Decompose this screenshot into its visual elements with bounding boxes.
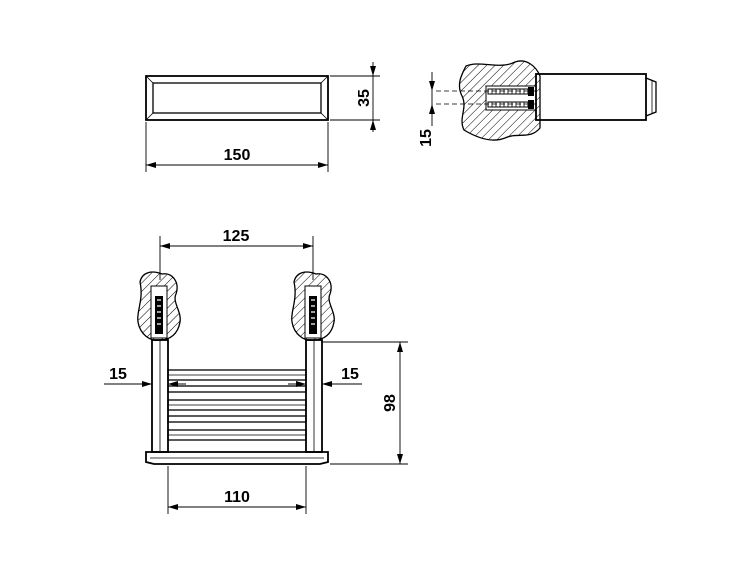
dimension-125: 125 [159, 228, 314, 280]
dimension-left-15: 15 [104, 366, 186, 387]
dimension-label-side-15: 15 [418, 129, 435, 147]
dimension-label-right-15: 15 [341, 366, 359, 383]
dimension-label-98: 98 [382, 394, 399, 412]
front-bars [167, 369, 307, 441]
dimension-label-left-15: 15 [109, 366, 127, 383]
front-view: 125 15 15 98 [104, 228, 408, 514]
side-bracket-body [535, 73, 647, 121]
dimension-label-35: 35 [356, 89, 373, 107]
dimension-35: 35 [330, 62, 380, 132]
top-view-inner-frame [152, 82, 322, 114]
dimension-110: 110 [167, 466, 307, 514]
dimension-label-150: 150 [224, 147, 251, 164]
side-view: 15 [418, 60, 657, 147]
dimension-side-15: 15 [418, 72, 435, 147]
dimension-label-110: 110 [224, 489, 250, 506]
side-screws [487, 87, 534, 109]
front-base-shelf [145, 451, 329, 465]
dimension-150: 150 [145, 122, 329, 172]
dimension-right-15: 15 [288, 366, 362, 387]
top-view-outer-frame [145, 75, 329, 121]
top-view: 150 35 [145, 62, 380, 172]
dimension-98: 98 [322, 341, 408, 465]
dimension-label-125: 125 [223, 228, 250, 245]
